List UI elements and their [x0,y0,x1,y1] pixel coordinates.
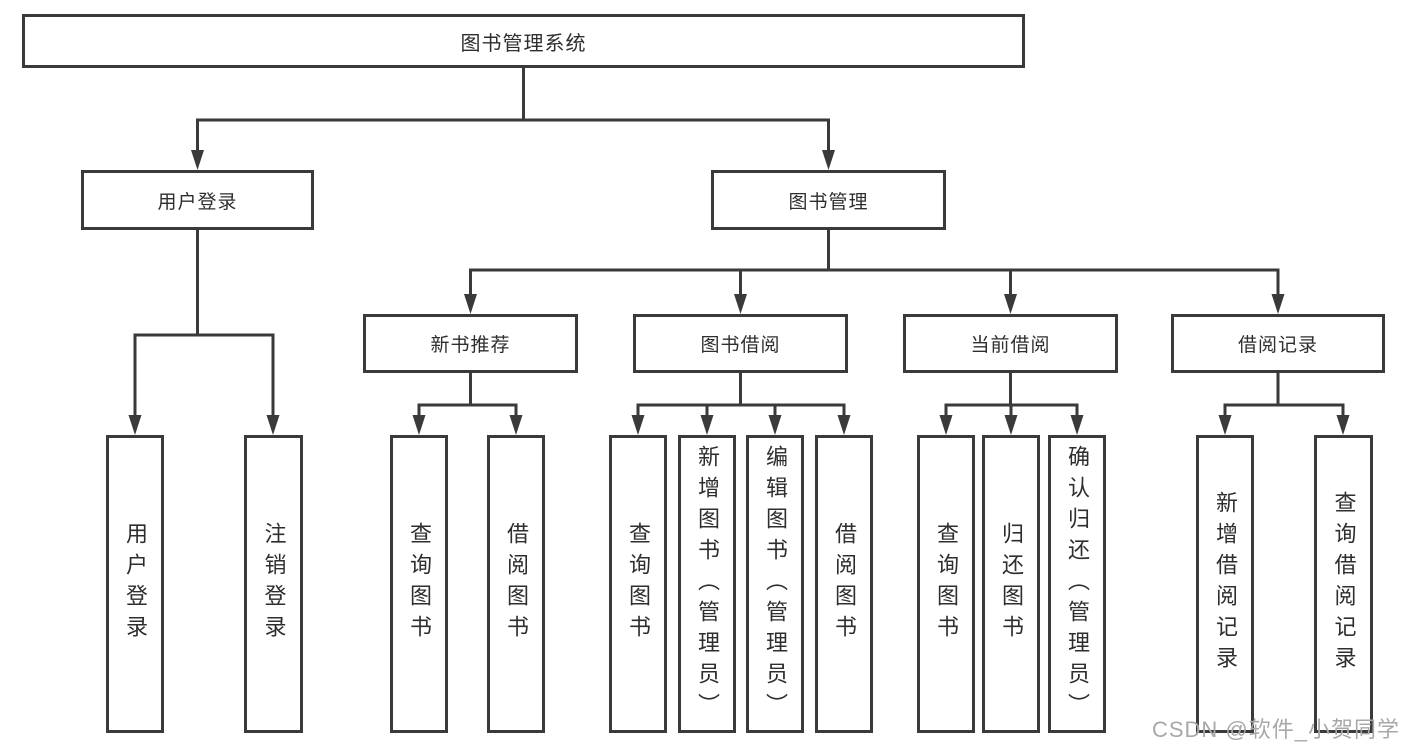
node-borrowing-records: 借阅记录 [1171,314,1385,373]
leaf-query-books-borrow-label: 查询图书 [626,522,651,646]
leaf-query-borrow-record-label: 查询借阅记录 [1331,491,1357,677]
leaf-confirm-return-admin: 确认归还（管理员） [1048,435,1106,733]
leaf-add-borrow-record: 新增借阅记录 [1196,435,1254,733]
leaf-query-books-recommend-label: 查询图书 [407,522,432,646]
node-current-borrowing-label: 当前借阅 [970,335,1051,356]
leaf-borrow-books: 借阅图书 [815,435,873,733]
leaf-add-borrow-record-label: 新增借阅记录 [1213,491,1238,677]
node-library-system-label: 图书管理系统 [460,32,587,55]
leaf-logout: 注销登录 [244,435,303,733]
leaf-query-books-borrow: 查询图书 [609,435,667,733]
leaf-return-book-label: 归还图书 [999,522,1024,646]
node-book-borrowing-label: 图书借阅 [700,335,781,356]
leaf-add-book-admin: 新增图书（管理员） [678,435,736,733]
leaf-edit-book-admin-label: 编辑图书（管理员） [763,444,788,724]
leaf-add-book-admin-label: 新增图书（管理员） [695,444,720,724]
node-library-system: 图书管理系统 [22,14,1025,68]
node-new-book-recommend: 新书推荐 [363,314,578,373]
leaf-return-book: 归还图书 [982,435,1040,733]
leaf-confirm-return-admin-label: 确认归还（管理员） [1065,444,1090,724]
node-current-borrowing: 当前借阅 [903,314,1118,373]
node-book-management-label: 图书管理 [788,191,869,213]
leaf-query-books-current: 查询图书 [917,435,975,733]
arrowheads [128,150,1350,435]
node-borrowing-records-label: 借阅记录 [1237,335,1318,356]
node-book-management: 图书管理 [711,170,946,230]
leaf-edit-book-admin: 编辑图书（管理员） [746,435,804,733]
leaf-query-borrow-record: 查询借阅记录 [1314,435,1373,733]
node-user-login: 用户登录 [81,170,314,230]
node-book-borrowing: 图书借阅 [633,314,848,373]
leaf-borrow-books-recommend-label: 借阅图书 [504,522,529,646]
leaf-logout-label: 注销登录 [261,522,287,646]
node-user-login-label: 用户登录 [157,191,238,213]
node-new-book-recommend-label: 新书推荐 [430,335,511,356]
leaf-borrow-books-recommend: 借阅图书 [487,435,545,733]
leaf-query-books-recommend: 查询图书 [390,435,448,733]
leaf-borrow-books-label: 借阅图书 [832,522,857,646]
leaf-user-login: 用户登录 [106,435,164,733]
watermark: CSDN @软件_小贺同学 [1151,717,1400,742]
leaf-user-login-label: 用户登录 [123,522,148,646]
leaf-query-books-current-label: 查询图书 [934,522,959,646]
